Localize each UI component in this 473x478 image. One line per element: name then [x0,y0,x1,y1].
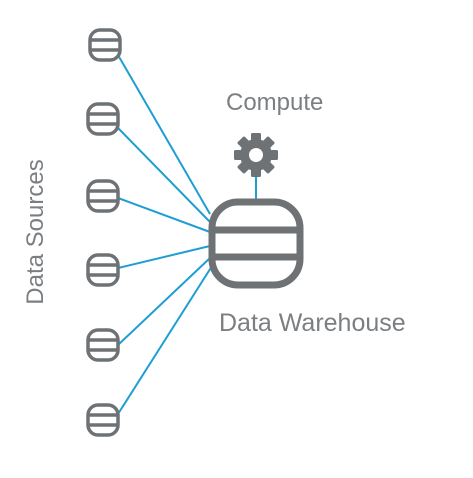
gear-icon [234,133,278,177]
connector-line [117,54,211,215]
warehouse-database-icon [208,198,304,289]
source-database-icon [86,253,120,287]
connector-lines [117,54,257,415]
source-database-icon [86,328,120,362]
source-database-icon [86,403,120,437]
connector-line [117,257,211,346]
data-sources-label: Data Sources [22,159,49,305]
source-database-icon [86,102,120,136]
compute-label: Compute [226,89,324,116]
connector-line [117,197,211,233]
connector-line [117,127,211,223]
connector-line [117,245,211,269]
connector-line [117,265,213,415]
source-database-icon [86,179,120,213]
source-database-icon [88,28,122,62]
warehouse-label: Data Warehouse [219,309,406,337]
